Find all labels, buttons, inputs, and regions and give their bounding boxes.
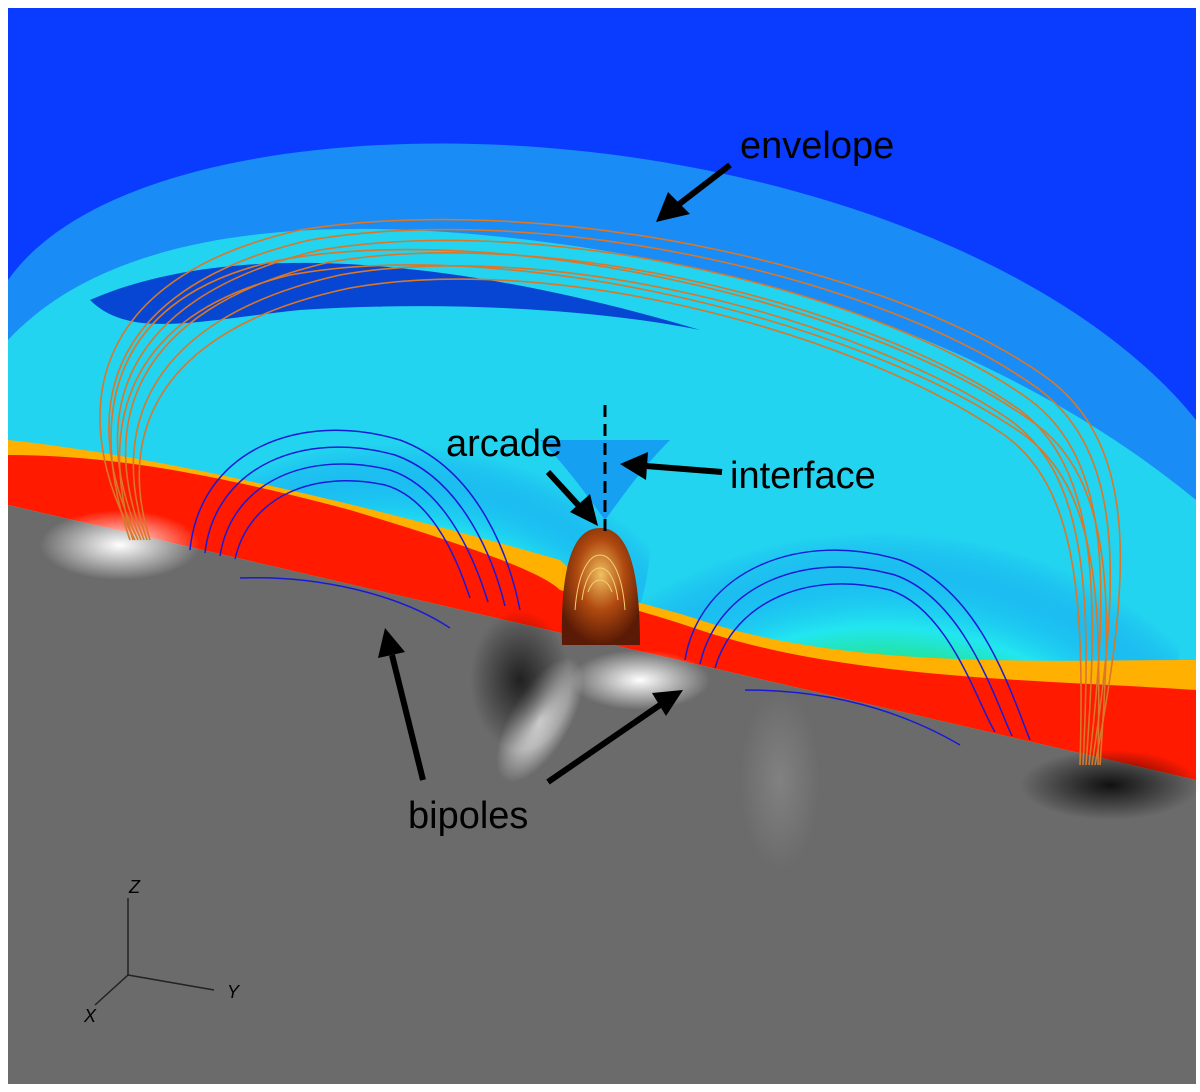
envelope-field-lines bbox=[99, 218, 1122, 766]
envelope-label: envelope bbox=[740, 125, 894, 167]
interface-label: interface bbox=[730, 455, 876, 497]
bipole-field-lines bbox=[189, 429, 1031, 746]
arcade-label: arcade bbox=[446, 423, 562, 465]
axis-y-label: Y bbox=[227, 982, 241, 1002]
axis-z-label: Z bbox=[128, 877, 141, 897]
central-arcade bbox=[561, 528, 640, 645]
axis-triad bbox=[94, 898, 215, 1006]
bipoles-label: bipoles bbox=[408, 795, 528, 837]
annotation-arrows bbox=[378, 162, 732, 785]
axis-x-label: X bbox=[83, 1006, 97, 1026]
